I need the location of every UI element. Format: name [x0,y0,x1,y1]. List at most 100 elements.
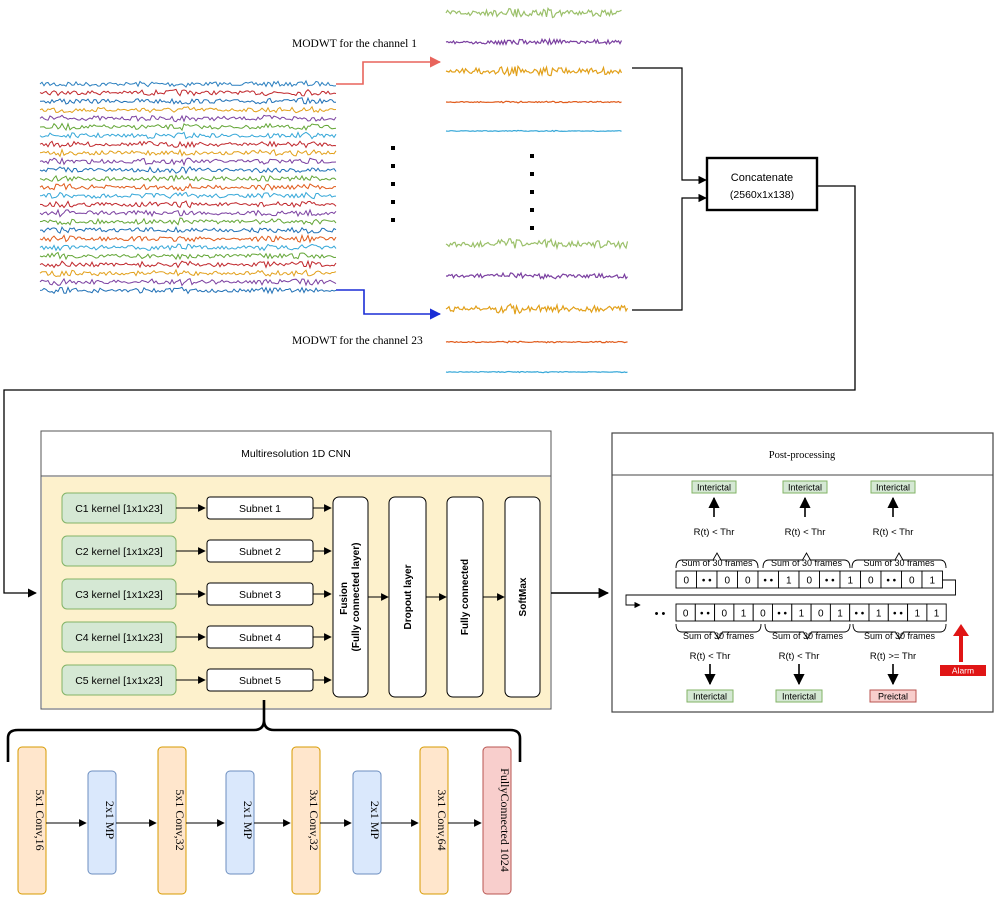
frame-cell-value: 0 [724,576,730,587]
top-sum-label: Sum of 30 frames [681,558,753,568]
bottom-state-badge [686,689,734,703]
wavelet-trace [445,302,629,315]
softmax-label: SoftMax [518,577,529,616]
wavelet-trace [445,6,622,19]
eeg-trace [39,226,337,234]
bottom-state-badge [869,689,917,703]
concat-to-cnn-connector [3,185,856,598]
post-title: Post-processing [769,450,836,461]
frame-cell-value: 1 [847,576,853,587]
frame-cell-value: 0 [818,609,824,620]
concat-in-arrow-2 [632,193,707,311]
frame-cell-value: • • [700,609,710,620]
frame-cell-value: • • [763,576,773,587]
bottom-condition: R(t) < Thr [690,651,731,662]
ellipsis-dots-right [530,154,534,230]
top-state-badge [782,480,828,494]
frame-cell-value: • • [702,576,712,587]
modwt-channel-23-traces [445,237,629,374]
kernel-label: C5 kernel [1x1x23] [75,675,163,687]
bottom-condition: R(t) >= Thr [870,651,916,662]
frame-cell-value: • • [893,609,903,620]
frame-cell-value: • • [854,609,864,620]
softmax-box [504,496,541,698]
eeg-trace [39,268,337,278]
eeg-trace [39,165,337,175]
frame-cell-value: 0 [721,609,727,620]
subnet-layer-label: 2x1 MP [103,801,117,840]
frame-cell-value: 1 [837,609,843,620]
frame-cell-value: 1 [876,609,882,620]
top-sum-brace [675,552,759,569]
frame-cell [921,570,943,589]
eeg-trace [39,286,337,295]
channel-1-arrow [336,56,442,85]
top-condition: R(t) < Thr [873,527,914,538]
subnet-label: Subnet 1 [239,503,281,515]
subnet-layer-box [157,746,187,895]
subnet-label: Subnet 4 [239,632,281,644]
subnet-layer-label: 2x1 MP [241,801,255,840]
eeg-trace [39,148,337,158]
alarm-arrow-icon [953,624,969,636]
wavelet-trace [445,100,622,104]
eeg-trace [39,191,337,200]
top-sum-brace [762,552,851,569]
frame-cell-value: 0 [683,576,689,587]
fusion-label: Fusion (Fully connected layer) [339,543,362,652]
subnet-layer-label: FullyConnected 1024 [498,768,512,872]
eeg-trace [39,251,337,261]
concat-in-arrow-1 [632,67,707,185]
bottom-state-label: Interictal [693,692,727,702]
bottom-state-label: Interictal [782,692,816,702]
kernel-column: C1 kernel [1x1x23]Subnet 1C2 kernel [1x1… [61,492,332,696]
frame-cell [926,603,947,622]
frame-cell-value: • • [886,576,896,587]
wavelet-trace [445,37,623,46]
kernel-label: C4 kernel [1x1x23] [75,632,163,644]
top-state-badge [870,480,916,494]
concatenate-dims: (2560x1x138) [730,189,794,201]
frame-cell-value: 1 [741,609,747,620]
bottom-sum-brace [675,623,762,640]
top-sum-label: Sum of 30 frames [771,558,843,568]
fully-connected-label: Fully connected [460,559,471,635]
wavelet-trace [445,64,623,77]
top-state-badge [691,480,737,494]
top-state-label: Interictal [876,483,910,493]
subnet-layer-label: 5x1 Conv,16 [33,789,47,850]
top-sum-brace [851,552,947,569]
frame-cell-value: 0 [868,576,874,587]
bottom-condition: R(t) < Thr [779,651,820,662]
subnet-label: Subnet 3 [239,589,281,601]
kernel-label: C3 kernel [1x1x23] [75,589,163,601]
subnet-layer-label: 3x1 Conv,64 [435,789,449,850]
wavelet-trace [445,129,622,133]
eeg-trace [39,96,336,105]
concatenate-title: Concatenate [731,172,793,184]
frame-cell-value: 1 [929,576,935,587]
row-wrap-connector [625,579,956,609]
frame-cell-value: 0 [745,576,751,587]
eeg-trace [39,140,337,149]
channel-23-arrow [336,289,442,320]
row2-lead-ellipsis: • • [655,608,666,620]
concatenate-box [705,156,819,212]
eeg-trace [39,114,337,123]
frame-cell-value: 1 [799,609,805,620]
frame-cell-value: 0 [760,609,766,620]
subnet-layer-box [482,746,512,895]
kernel-label: C2 kernel [1x1x23] [75,546,163,558]
eeg-trace [39,131,337,140]
ellipsis-dots-left [391,146,395,222]
alarm-badge [940,665,986,676]
eeg-trace [39,217,337,226]
eeg-trace [39,277,337,287]
eeg-trace [39,182,336,192]
frame-cell-value: 1 [914,609,920,620]
modwt-channel-1-traces [445,6,623,133]
fusion-label-line2: (Fully connected layer) [351,543,362,652]
subnet-layer-label: 2x1 MP [368,801,382,840]
